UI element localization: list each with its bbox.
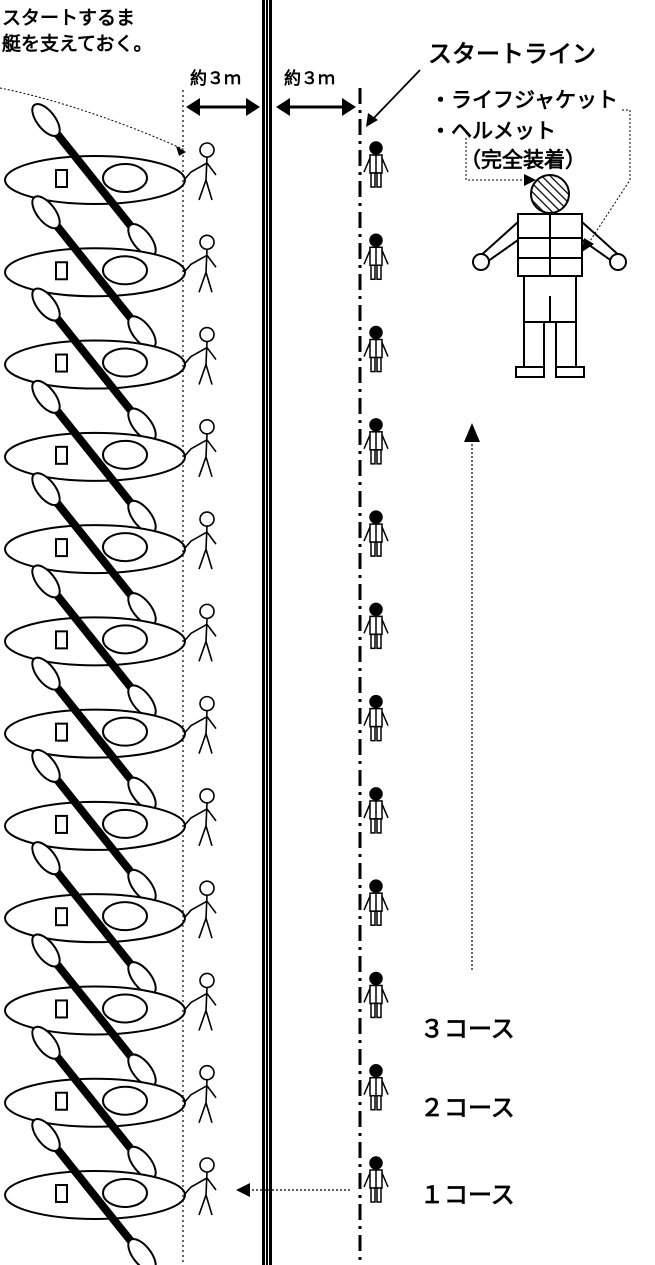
distance-label-right: 約３ｍ <box>284 68 335 89</box>
distance-arrow-left <box>186 98 260 116</box>
course-label-3: ３コース <box>420 1015 515 1043</box>
boat <box>4 287 186 442</box>
equipment-helmet: ・ヘルメット <box>430 119 556 143</box>
holder-figure <box>183 603 217 662</box>
equipment-note: （完全装着） <box>460 148 586 172</box>
boat <box>4 472 186 627</box>
start-line-pointer-arrowhead <box>366 113 378 127</box>
holder-figure <box>183 880 217 939</box>
boat <box>4 656 186 811</box>
start-line-pointer <box>371 69 421 121</box>
top-note-line2: 艇を支えておく。 <box>1 32 152 55</box>
equipment-leaders <box>465 109 631 252</box>
holder-figure <box>183 1064 217 1123</box>
helmet-icon <box>530 174 570 214</box>
holder-figure <box>183 972 217 1031</box>
boat <box>4 933 186 1088</box>
top-note-line1: スタートするま <box>2 7 135 29</box>
boat <box>4 1025 186 1180</box>
boat <box>4 1118 186 1265</box>
equipped-person-illustration <box>472 174 627 378</box>
boat <box>4 748 186 903</box>
distance-label-left: 約３ｍ <box>190 68 241 89</box>
holder-figure <box>183 788 217 847</box>
holder-figure <box>183 511 217 570</box>
boat <box>4 841 186 996</box>
holder-figure <box>183 419 217 478</box>
boat <box>4 564 186 719</box>
course-divider-inner <box>266 0 268 1265</box>
boats-layer <box>4 103 186 1265</box>
racer-figure <box>363 694 389 742</box>
racer-figure <box>363 879 389 926</box>
racer-figure <box>363 418 389 465</box>
holder-figure <box>183 326 217 385</box>
note-leader-line <box>0 87 186 151</box>
boat <box>4 195 186 350</box>
holder-figure <box>183 1157 217 1216</box>
racer-figure <box>363 787 389 834</box>
boat <box>4 103 186 257</box>
course-label-2: ２コース <box>420 1094 515 1122</box>
direction-arrowhead <box>464 423 480 442</box>
return-arrowhead <box>236 1183 250 1197</box>
boat <box>4 379 186 534</box>
racer-figure <box>363 1156 389 1203</box>
note-leader-arrowhead <box>176 146 186 156</box>
distance-arrow-right <box>276 98 356 116</box>
racer-figure <box>363 1063 389 1111</box>
course-label-1: １コース <box>420 1181 515 1209</box>
holder-figure <box>183 695 217 754</box>
racer-figure <box>363 233 389 281</box>
equipment-lifejacket: ・ライフジャケット <box>430 88 618 112</box>
racers-layer <box>363 141 389 1203</box>
racer-figure <box>363 325 389 373</box>
holders-layer <box>183 142 217 1216</box>
start-line-label: スタートライン <box>428 40 596 68</box>
racer-figure <box>363 602 389 650</box>
racer-figure <box>363 510 389 557</box>
racer-figure <box>363 141 389 188</box>
racer-figure <box>363 971 389 1019</box>
holder-figure <box>183 234 217 293</box>
holder-figure <box>183 142 217 201</box>
